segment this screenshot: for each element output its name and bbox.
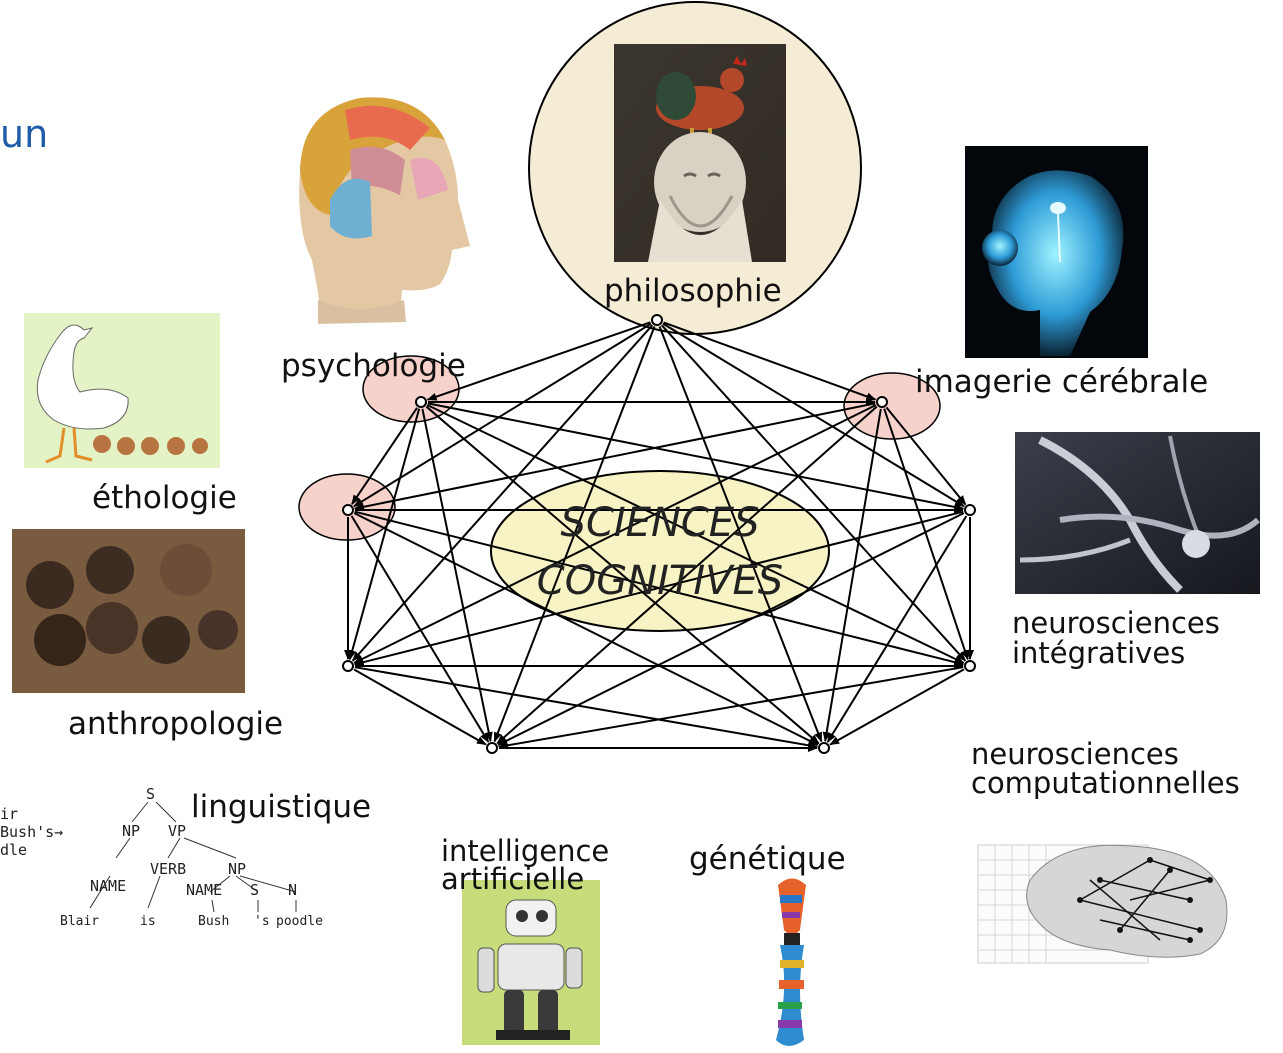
tree-left-1: ir (0, 805, 19, 823)
hub-node-neuro-integratives (964, 504, 976, 516)
tree-word-s: 's (254, 914, 270, 929)
edge-imagerie-linguistique-ia (496, 405, 878, 745)
edge-philosophie-imagerie (663, 321, 877, 401)
edge-neuro-comp-genetique (829, 668, 965, 746)
label-neuro-comp-1: neurosciences (971, 737, 1179, 771)
edges-group (344, 321, 974, 752)
tree-S: S (146, 785, 156, 803)
edge-anthropologie-genetique (354, 666, 819, 750)
edge-psychologie-anthropologie (348, 408, 421, 661)
tree-word-bush: Bush (198, 914, 230, 929)
edge-psychologie-neuro-integratives (427, 402, 965, 511)
neuro-integratives-image (1015, 432, 1260, 594)
edge-philosophie-anthropologie (351, 324, 654, 662)
edge-philosophie-neuro-comp (660, 324, 967, 662)
label-neuro-integratives-2: intégratives (1012, 636, 1186, 670)
edge-philosophie-genetique (658, 326, 823, 743)
tree-word-is: is (140, 914, 156, 929)
genetique-image (776, 878, 806, 1046)
edge-philosophie-ethologie (353, 322, 652, 508)
edge-psychologie-genetique (425, 405, 820, 745)
edge-anthropologie-linguistique-ia (353, 668, 487, 746)
tree-NP: NP (122, 822, 141, 840)
tree-NAME2: NAME (186, 881, 223, 899)
tree-word-blair: Blair (60, 914, 100, 929)
tree-VERB: VERB (150, 860, 187, 878)
label-genetique: génétique (689, 841, 846, 877)
hub-node-genetique (818, 742, 830, 754)
edge-imagerie-neuro-comp (883, 408, 969, 661)
anthropologie-image (12, 529, 245, 693)
label-linguistique: linguistique (191, 789, 372, 825)
edge-philosophie-psychologie (426, 321, 651, 401)
edge-psychologie-neuro-comp (426, 404, 965, 664)
label-psychologie: psychologie (281, 348, 466, 384)
edge-psychologie-ethologie (351, 407, 418, 506)
edge-imagerie-anthropologie (353, 404, 877, 664)
center-label-1: SCIENCES (560, 500, 760, 546)
tree-left-3: dle (0, 841, 28, 859)
philosophie-image (614, 44, 786, 262)
tree-left-2: Bush's→ (0, 823, 64, 841)
edge-imagerie-neuro-integratives (885, 406, 967, 506)
label-imagerie: imagerie cérébrale (915, 364, 1209, 400)
edge-neuro-comp-linguistique-ia (497, 666, 964, 750)
hub-node-ethologie (342, 504, 354, 516)
tree-NAME: NAME (90, 877, 127, 895)
edge-psychologie-linguistique-ia (421, 408, 493, 743)
hub-node-imagerie (876, 396, 888, 408)
label-ia-2: artificielle (441, 862, 585, 896)
psychologie-image (299, 97, 470, 324)
hub-node-psychologie (415, 396, 427, 408)
label-philosophie: philosophie (604, 273, 782, 309)
parse-tree-lines (89, 801, 297, 913)
hub-node-linguistique-ia (486, 742, 498, 754)
center-label-2: COGNITIVES (536, 558, 784, 604)
edge-neuro-integratives-anthropologie (353, 510, 964, 666)
label-anthropologie: anthropologie (68, 706, 284, 742)
neuro-computationnelles-image (977, 844, 1228, 964)
tree-S2: S (250, 881, 260, 899)
hub-node-neuro-comp (964, 660, 976, 672)
edge-imagerie-ethologie (353, 402, 876, 511)
tree-word-poodle: poodle (276, 914, 323, 929)
corner-text: un (0, 112, 49, 156)
edge-neuro-integratives-genetique (826, 515, 968, 743)
node-imagerie (843, 372, 941, 440)
tree-N: N (288, 881, 298, 899)
edge-imagerie-genetique (822, 408, 882, 743)
tree-VP: VP (168, 822, 187, 840)
imagerie-image (965, 146, 1148, 358)
label-ia-1: intelligence (441, 834, 610, 868)
ia-image (462, 880, 600, 1045)
nodes-group (342, 314, 976, 754)
edge-ethologie-linguistique-ia (350, 515, 490, 743)
label-neuro-integratives-1: neurosciences (1012, 606, 1220, 640)
ethologie-image (24, 313, 220, 468)
label-ethologie: éthologie (92, 480, 237, 516)
tree-NP2: NP (228, 860, 247, 878)
label-neuro-comp-2: computationnelles (971, 766, 1240, 800)
hub-node-anthropologie (342, 660, 354, 672)
hub-node-philosophie (651, 314, 663, 326)
